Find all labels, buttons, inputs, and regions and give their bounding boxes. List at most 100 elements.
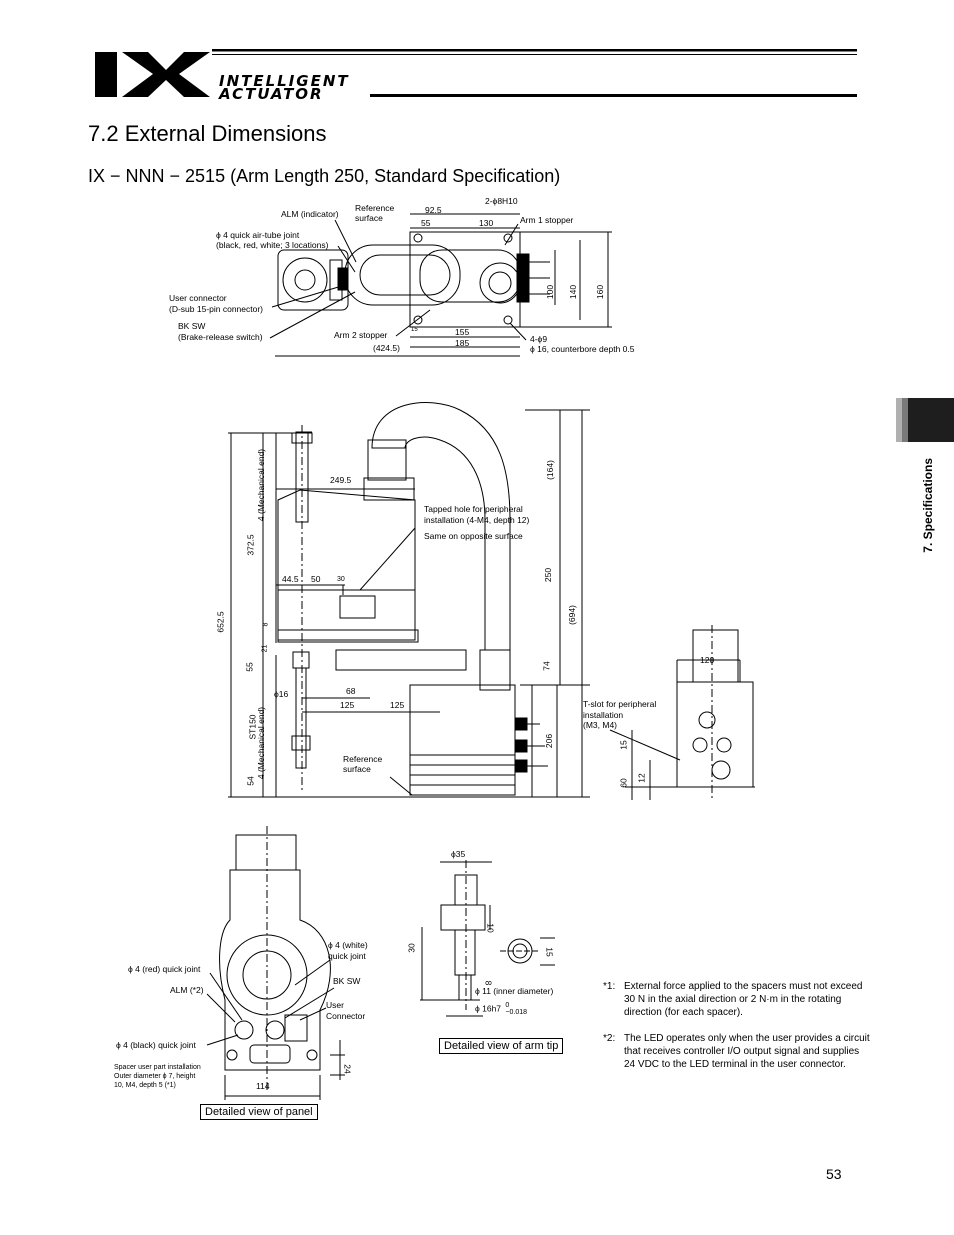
dim-8-tip: 8: [483, 980, 494, 986]
tslot-label-3: (M3, M4): [583, 720, 617, 730]
white-joint-label-2: quick joint: [328, 951, 366, 961]
dim-55-top: 55: [421, 218, 431, 228]
bk-sw-label-1: BK SW: [178, 321, 206, 331]
dim-50: 50: [311, 574, 321, 584]
shaft-size: ϕ 16h7: [475, 1003, 502, 1014]
air-tube-label-1: ϕ 4 quick air-tube joint: [216, 230, 300, 240]
black-joint-label: ϕ 4 (black) quick joint: [116, 1040, 196, 1050]
dim-8-side: 8: [262, 622, 270, 627]
dim-44-5: 44.5: [282, 574, 299, 584]
dim-10: 10: [485, 923, 496, 933]
user-connector-panel-label-1: User: [326, 1000, 344, 1010]
side-tab-block: [896, 398, 954, 442]
arm2-stopper-label: Arm 2 stopper: [334, 330, 388, 340]
dim-185: 185: [455, 338, 470, 348]
shaft-tol-lower: −0.018: [505, 1009, 528, 1016]
dim-206: 206: [544, 733, 555, 749]
note-1-text: External force applied to the spacers mu…: [624, 981, 863, 1018]
dim-372-5: 372.5: [245, 534, 256, 556]
page-number: 53: [826, 1166, 842, 1182]
dim-120: 120: [700, 655, 715, 665]
arm1-stopper-label: Arm 1 stopper: [520, 215, 574, 225]
dim-15-top: 15: [411, 327, 418, 333]
dim-92-5: 92.5: [425, 205, 442, 215]
dim-21: 21: [261, 644, 269, 653]
header-rules: [212, 49, 857, 97]
tapped-hole-label-2: installation (4-M4, depth 12): [424, 515, 530, 525]
dim-164: (164): [544, 460, 555, 480]
hole-4-label-2: ϕ 16, counterbore depth 0.5: [530, 344, 635, 354]
dim-694: (694): [566, 605, 577, 625]
white-joint-label-1: ϕ 4 (white): [328, 940, 368, 950]
dim-55-side: 55: [244, 662, 255, 672]
dim-12: 12: [636, 773, 647, 783]
dim-24: 24: [342, 1064, 353, 1074]
tapped-hole-label-1: Tapped hole for peripheral: [424, 504, 523, 514]
note-2-text: The LED operates only when the user prov…: [624, 1033, 870, 1070]
alm-label: ALM (*2): [170, 985, 204, 995]
dim-15-right: 15: [618, 740, 629, 750]
dim-mech-end-bot: 4 (Mechanical end): [256, 706, 267, 780]
dim-249-5: 249.5: [330, 475, 352, 485]
dim-30: 30: [337, 576, 345, 583]
reference-surface-label-top: Reference surface: [355, 203, 395, 223]
dim-424-5: (424.5): [373, 343, 400, 353]
dim-140: 140: [568, 284, 579, 300]
arm-tip-drawing: [420, 860, 555, 1017]
dim-phi35: ϕ35: [451, 849, 466, 859]
dim-160: 160: [595, 284, 606, 300]
alm-indicator-label: ALM (indicator): [281, 209, 339, 219]
model-title: IX − NNN − 2515 (Arm Length 250, Standar…: [88, 166, 561, 186]
user-connector-label-2: (D-sub 15-pin connector): [169, 304, 264, 314]
hole-2-label: 2-ϕ8H10: [485, 196, 518, 206]
arm-tip-caption: Detailed view of arm tip: [439, 1038, 564, 1054]
logo-line-actuator: ACTUATOR: [219, 85, 324, 103]
hole-4-label-1: 4-ϕ9: [530, 334, 548, 344]
note-1-mark: *1:: [603, 981, 616, 992]
spacer-label-1: Spacer user part installation: [114, 1064, 201, 1071]
reference-surface-label-side: Reference surface: [343, 754, 383, 774]
shaft-tol-upper: 0: [505, 1002, 510, 1009]
note-2-mark: *2:: [603, 1033, 616, 1044]
logo-line-intelligent: INTELLIGENT: [219, 72, 350, 90]
dim-652-5: 652.5: [215, 611, 226, 633]
side-view-drawing: [228, 402, 590, 798]
user-connector-panel-label-2: Connector: [326, 1011, 366, 1021]
tslot-label-2: installation: [583, 710, 624, 720]
bk-sw-panel-label: BK SW: [333, 976, 361, 986]
note-1: *1: External force applied to the spacer…: [603, 980, 871, 1019]
dim-155: 155: [455, 327, 470, 337]
inner-diameter-label: ϕ 11 (inner diameter): [475, 986, 554, 996]
dim-100: 100: [545, 284, 556, 300]
dim-125-left: 125: [340, 700, 355, 710]
spacer-label-3: 10, M4, depth 5 (*1): [114, 1082, 176, 1089]
shaft-label: ϕ 16h7 0 −0.018: [475, 1002, 527, 1016]
dim-250: 250: [543, 567, 554, 583]
top-view-drawing: [269, 213, 612, 357]
right-view-drawing: [609, 625, 755, 800]
red-joint-label: ϕ 4 (red) quick joint: [128, 964, 201, 974]
air-tube-label-2: (black, red, white; 3 locations): [216, 240, 329, 250]
note-2: *2: The LED operates only when the user …: [603, 1032, 871, 1071]
dim-74: 74: [541, 661, 552, 671]
dim-mech-end-top: 4 (Mechanical end): [256, 448, 267, 522]
dim-60: 60: [618, 778, 629, 788]
same-surface-label: Same on opposite surface: [424, 531, 523, 541]
dim-130: 130: [479, 218, 494, 228]
spacer-label-2: Outer diameter ϕ 7, height: [114, 1073, 196, 1080]
dim-15-tip: 15: [544, 947, 555, 957]
dim-114: 114: [256, 1081, 270, 1091]
tslot-label-1: T-slot for peripheral: [583, 699, 657, 709]
section-title: 7.2 External Dimensions: [88, 121, 327, 146]
dim-68: 68: [346, 686, 356, 696]
dim-54: 54: [245, 776, 256, 786]
dim-125-right: 125: [390, 700, 405, 710]
dim-30-tip: 30: [406, 943, 417, 953]
bk-sw-label-2: (Brake-release switch): [178, 332, 263, 342]
user-connector-label-1: User connector: [169, 293, 227, 303]
ix-logo-icon: [95, 52, 210, 97]
dim-phi16: ϕ16: [274, 689, 289, 699]
panel-caption: Detailed view of panel: [200, 1104, 318, 1120]
